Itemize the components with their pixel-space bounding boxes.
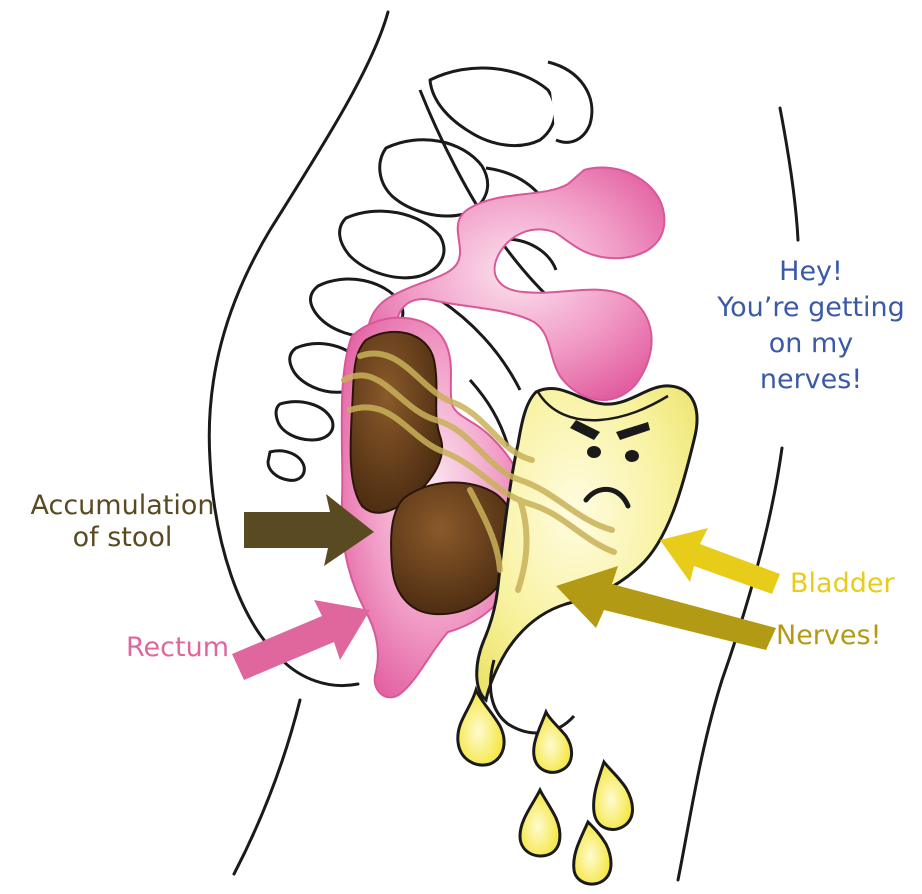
urethra bbox=[490, 660, 574, 733]
speech-line-3: on my bbox=[700, 326, 922, 362]
stool-label-line-2: of stool bbox=[0, 522, 245, 554]
thigh-back-outline bbox=[234, 700, 300, 874]
arrow-bladder bbox=[660, 528, 780, 594]
stool-label-line-1: Accumulation bbox=[0, 490, 245, 522]
drop-3 bbox=[594, 762, 633, 830]
drop-1 bbox=[458, 690, 504, 765]
speech-line-4: nerves! bbox=[700, 362, 922, 398]
drop-5 bbox=[574, 822, 611, 884]
speech-line-1: Hey! bbox=[700, 254, 922, 290]
speech-bubble-text: Hey! You’re getting on my nerves! bbox=[700, 254, 922, 398]
speech-line-2: You’re getting bbox=[700, 290, 922, 326]
bladder-label: Bladder bbox=[790, 568, 895, 600]
bladder-eye-left bbox=[587, 446, 601, 458]
drop-4 bbox=[520, 790, 560, 856]
nerves-label: Nerves! bbox=[776, 620, 881, 652]
arrow-rectum bbox=[232, 600, 370, 680]
drop-2 bbox=[534, 712, 572, 772]
front-outline-lower bbox=[678, 448, 782, 880]
rectum-label: Rectum bbox=[126, 632, 229, 664]
stool-label: Accumulation of stool bbox=[0, 490, 245, 554]
buttock-outline bbox=[282, 660, 358, 686]
front-outline-upper bbox=[780, 108, 798, 240]
bladder-eye-right bbox=[625, 450, 639, 462]
urine-drops bbox=[458, 690, 633, 884]
